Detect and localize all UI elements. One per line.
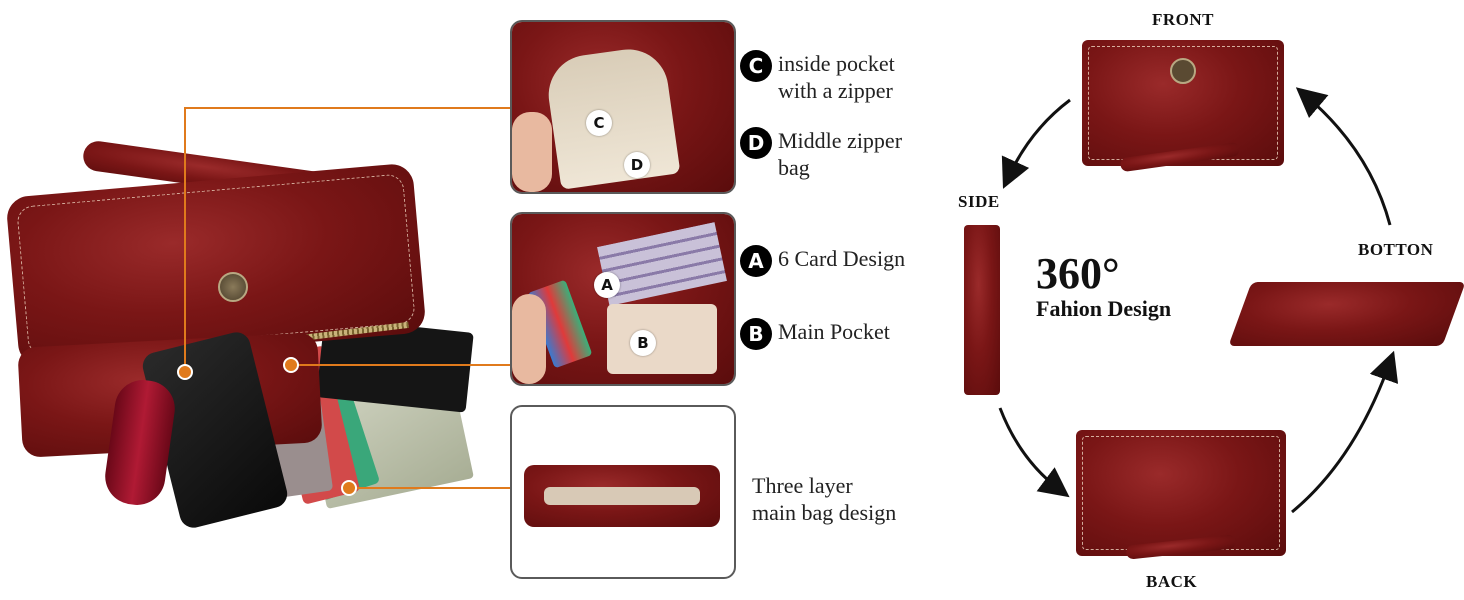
- main-wallet-photo: [0, 139, 480, 531]
- leader-line-top-h: [184, 107, 510, 109]
- badge-d: D: [740, 127, 772, 159]
- feature-b: B Main Pocket: [740, 318, 890, 350]
- leader-dot-bottom: [341, 480, 357, 496]
- pocket-lining: [543, 44, 681, 190]
- detail-box-inside-pocket: C D: [510, 20, 736, 194]
- detail-box-three-layer: [510, 405, 736, 579]
- leader-dot-mid: [283, 357, 299, 373]
- label-back: BACK: [1146, 572, 1198, 591]
- label-front: FRONT: [1152, 10, 1214, 29]
- flower-snap-icon: [218, 272, 248, 302]
- main-pocket-lining: [607, 304, 717, 374]
- feature-three-layer: Three layer main bag design: [752, 472, 896, 526]
- feature-a: A 6 Card Design: [740, 245, 905, 277]
- hand: [512, 294, 546, 384]
- back-view-wallet: [1076, 430, 1286, 556]
- front-view-wallet: [1082, 40, 1284, 166]
- marker-a: A: [594, 272, 620, 298]
- feature-layer-line1: Three layer: [752, 473, 853, 498]
- leader-dot-top: [177, 364, 193, 380]
- feature-b-text: Main Pocket: [778, 319, 890, 344]
- arrow-botton-to-front: [1295, 87, 1392, 226]
- detail-box-card-slots: A B: [510, 212, 736, 386]
- leader-line-bottom: [348, 487, 510, 489]
- label-botton: BOTTON: [1358, 240, 1434, 259]
- marker-c: C: [586, 110, 612, 136]
- hand: [512, 112, 552, 192]
- marker-b: B: [630, 330, 656, 356]
- feature-c: C inside pocket with a zipper: [740, 50, 895, 104]
- three-layer-wallet: [524, 465, 720, 527]
- leader-line-mid: [290, 364, 510, 366]
- feature-d-line1: Middle zipper: [778, 128, 903, 153]
- badge-c: C: [740, 50, 772, 82]
- feature-d-line2: bag: [778, 155, 810, 180]
- arrow-side-to-back: [998, 407, 1070, 498]
- badge-a: A: [740, 245, 772, 277]
- rotation-arrows: [998, 87, 1399, 514]
- fashion-caption: Fahion Design: [1036, 296, 1172, 321]
- arrow-back-to-botton: [1291, 350, 1399, 514]
- feature-c-line1: inside pocket: [778, 51, 895, 76]
- badge-b: B: [740, 318, 772, 350]
- feature-d: D Middle zipper bag: [740, 127, 902, 181]
- side-view-wallet: [964, 225, 1000, 395]
- marker-d: D: [624, 152, 650, 178]
- degrees-label: 360°: [1036, 249, 1120, 298]
- feature-c-line2: with a zipper: [778, 78, 893, 103]
- feature-a-text: 6 Card Design: [778, 246, 906, 271]
- arrow-front-to-side: [1001, 98, 1071, 189]
- front-snap-icon: [1170, 58, 1196, 84]
- feature-layer-line2: main bag design: [752, 500, 897, 525]
- label-side: SIDE: [958, 192, 1000, 211]
- leader-line-top-v: [184, 107, 186, 372]
- layer-opening: [544, 487, 700, 505]
